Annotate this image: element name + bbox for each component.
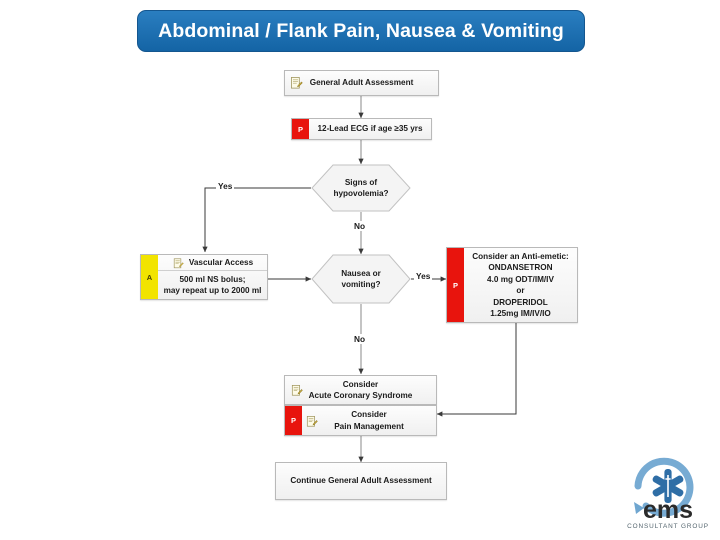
document-icon — [290, 77, 303, 90]
node-label-line-2: ONDANSETRON — [488, 263, 553, 272]
node-anti-emetic[interactable]: P Consider an Anti-emetic: ONDANSETRON 4… — [446, 247, 578, 323]
node-label-line-3: may repeat up to 2000 ml — [163, 286, 262, 295]
node-label-line-3: 4.0 mg ODT/IM/IV — [487, 274, 554, 284]
node-signs-of-hypovolemia[interactable]: Signs of hypovolemia? — [311, 164, 411, 212]
node-general-adult-assessment[interactable]: General Adult Assessment — [284, 70, 439, 96]
document-icon — [305, 414, 318, 427]
page-title: Abdominal / Flank Pain, Nausea & Vomitin… — [158, 19, 564, 42]
node-label: Continue General Adult Assessment — [290, 476, 432, 486]
edge-label-hypovolemia-yes: Yes — [216, 181, 235, 191]
node-label-line-1: Signs of — [344, 178, 378, 187]
document-icon — [290, 384, 303, 397]
node-vascular-access[interactable]: A Vascular Access 500 ml NS bolus; may r… — [140, 254, 268, 300]
logo-tagline: CONSULTANT GROUP — [627, 523, 709, 530]
hexagon-shape — [311, 164, 411, 212]
node-label-line-1: Nausea or — [341, 269, 381, 278]
node-continue-general-adult-assessment[interactable]: Continue General Adult Assessment — [275, 462, 447, 500]
node-acute-coronary-syndrome[interactable]: Consider Acute Coronary Syndrome — [284, 375, 437, 405]
node-label-line-5: DROPERIDOL — [493, 297, 548, 307]
edge-label-nausea-no: No — [352, 334, 368, 344]
node-label-line-2: Pain Management — [334, 421, 404, 431]
node-label-line-2: vomiting? — [341, 280, 381, 289]
paramedic-badge: P — [447, 248, 464, 322]
node-twelve-lead-ecg[interactable]: P 12-Lead ECG if age ≥35 yrs — [291, 118, 432, 140]
node-label-line-1: Consider — [351, 410, 387, 419]
hexagon-shape — [311, 254, 411, 304]
emt-badge: A — [141, 255, 158, 299]
node-label-line-2: 500 ml NS bolus; — [179, 274, 246, 284]
node-label-line-2: Acute Coronary Syndrome — [308, 391, 413, 400]
node-label-line-6: 1.25mg IM/IV/IO — [490, 309, 551, 318]
node-pain-management[interactable]: P Consider Pain Management — [284, 405, 437, 436]
ems-consultant-group-logo: ems CONSULTANT GROUP — [622, 452, 714, 534]
node-label: General Adult Assessment — [309, 78, 414, 88]
logo-wordmark: ems — [643, 496, 693, 524]
edge-label-nausea-yes: Yes — [414, 271, 433, 281]
node-label-line-1: Consider an Anti-emetic: — [472, 251, 569, 261]
page-title-banner: Abdominal / Flank Pain, Nausea & Vomitin… — [137, 10, 585, 52]
node-nausea-or-vomiting[interactable]: Nausea or vomiting? — [311, 254, 411, 304]
paramedic-badge: P — [285, 406, 302, 435]
node-label-line-1: Vascular Access — [188, 257, 254, 267]
node-label: 12-Lead ECG if age ≥35 yrs — [317, 124, 423, 134]
node-label-line-4: or — [516, 286, 525, 295]
paramedic-badge: P — [292, 119, 309, 139]
document-icon — [172, 256, 185, 269]
edge-label-hypovolemia-no: No — [352, 221, 368, 231]
node-label-line-1: Consider — [342, 379, 379, 389]
node-label-line-2: hypovolemia? — [333, 189, 389, 198]
